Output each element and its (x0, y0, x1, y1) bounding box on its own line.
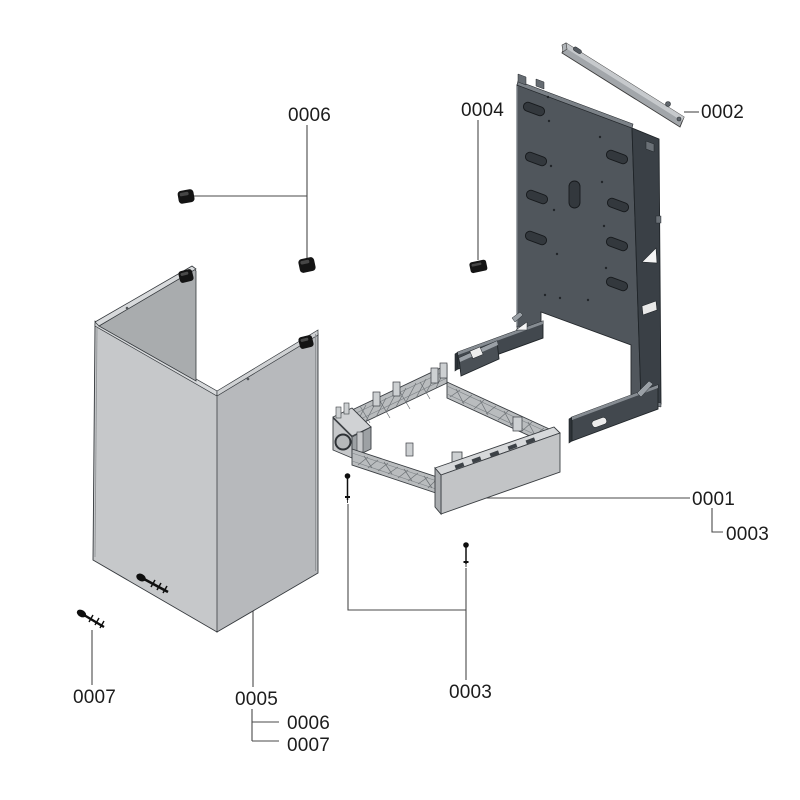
frame-clips-over-panel (454, 437, 536, 470)
clip-part-0004 (469, 259, 488, 274)
casing-edge-clip (178, 269, 194, 283)
rail-screw-hole (665, 101, 671, 107)
rail-hole (469, 346, 484, 359)
screw-part-0007 (76, 609, 105, 629)
base-frame-part (332, 362, 559, 494)
rail-slot-hole (591, 417, 607, 428)
rear-panel-slots (522, 101, 630, 292)
part-label-0002: 0002 (701, 102, 745, 123)
rear-panel-top-edge (516, 80, 634, 129)
part-label-0007-sub: 0007 (287, 735, 331, 756)
screw-part-0003-a (344, 473, 351, 503)
part-label-0003-sub: 0003 (726, 524, 770, 545)
part-label-0007-left: 0007 (73, 687, 117, 708)
flange-triangle-hole (641, 247, 658, 264)
part-label-0004: 0004 (461, 100, 505, 121)
part-label-0006-sub: 0006 (287, 713, 331, 734)
clip-part-0006-a (177, 189, 195, 204)
floating-rail-part (458, 340, 500, 377)
screw-part-0003-b (463, 542, 469, 567)
part-label-0005: 0005 (235, 689, 279, 710)
casing-screw (136, 573, 169, 594)
mounting-rail-part (561, 42, 685, 128)
part-label-0006-top: 0006 (288, 105, 332, 126)
rail-screw-hole (676, 116, 682, 122)
rear-panel-holes (543, 95, 608, 302)
frame-port-hole (334, 433, 352, 451)
rear-panel-right-rail-part (568, 380, 659, 444)
flange-slot-hole (641, 300, 658, 316)
part-label-0001: 0001 (692, 489, 736, 510)
casing-edge-clip (298, 335, 314, 349)
rear-panel-part (516, 73, 662, 408)
leader-lines (91, 111, 723, 742)
center-oval-slot (568, 180, 581, 209)
casing-part (92, 265, 319, 633)
part-label-0003-bottom: 0003 (449, 682, 493, 703)
base-front-panel-part (434, 426, 561, 516)
clip-part-0006-b (298, 257, 316, 273)
